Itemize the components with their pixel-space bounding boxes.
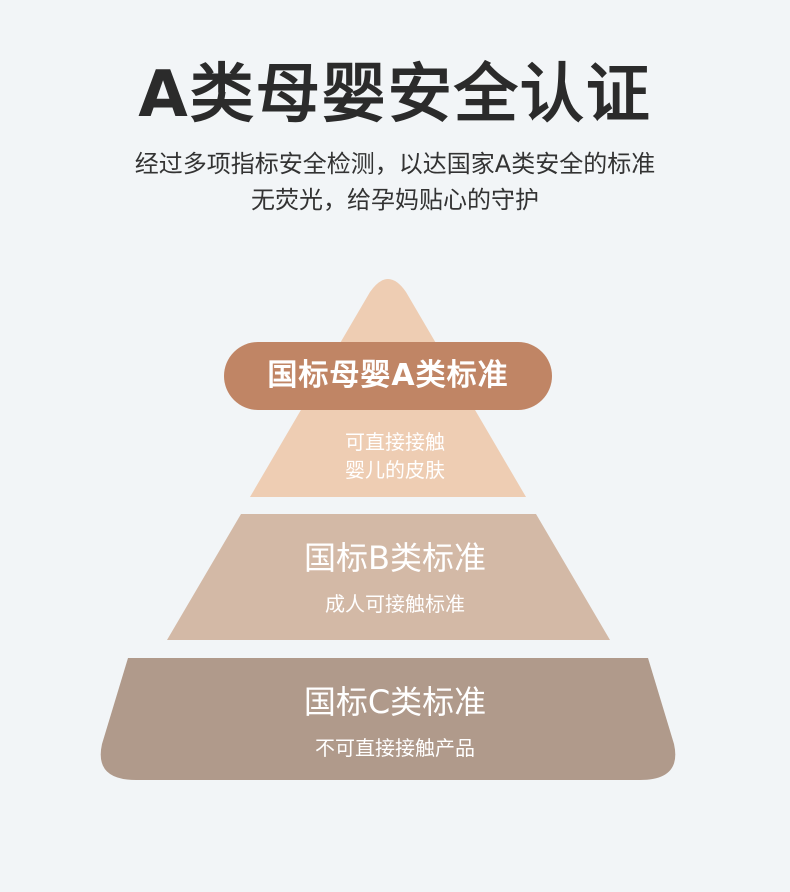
subtitle-line-1: 经过多项指标安全检测，以达国家A类安全的标准 [134,150,656,178]
middle-tier-description: 成人可接触标准 [325,592,465,616]
middle-tier-title: 国标B类标准 [304,539,486,577]
page-title: A类母婴安全认证 [138,58,652,132]
bottom-tier-title: 国标C类标准 [303,683,487,721]
top-tier-description: 可直接接触 婴儿的皮肤 [0,428,790,484]
pyramid-bottom-tier [100,658,676,780]
pyramid-middle-tier [167,514,610,640]
bottom-tier-description: 不可直接接触产品 [315,736,475,760]
top-tier-desc-line-1: 可直接接触 [345,430,445,454]
subtitle-line-2: 无荧光，给孕妈贴心的守护 [251,186,539,214]
top-tier-badge: 国标母婴A类标准 [224,342,552,410]
top-tier-desc-line-2: 婴儿的皮肤 [345,458,445,482]
